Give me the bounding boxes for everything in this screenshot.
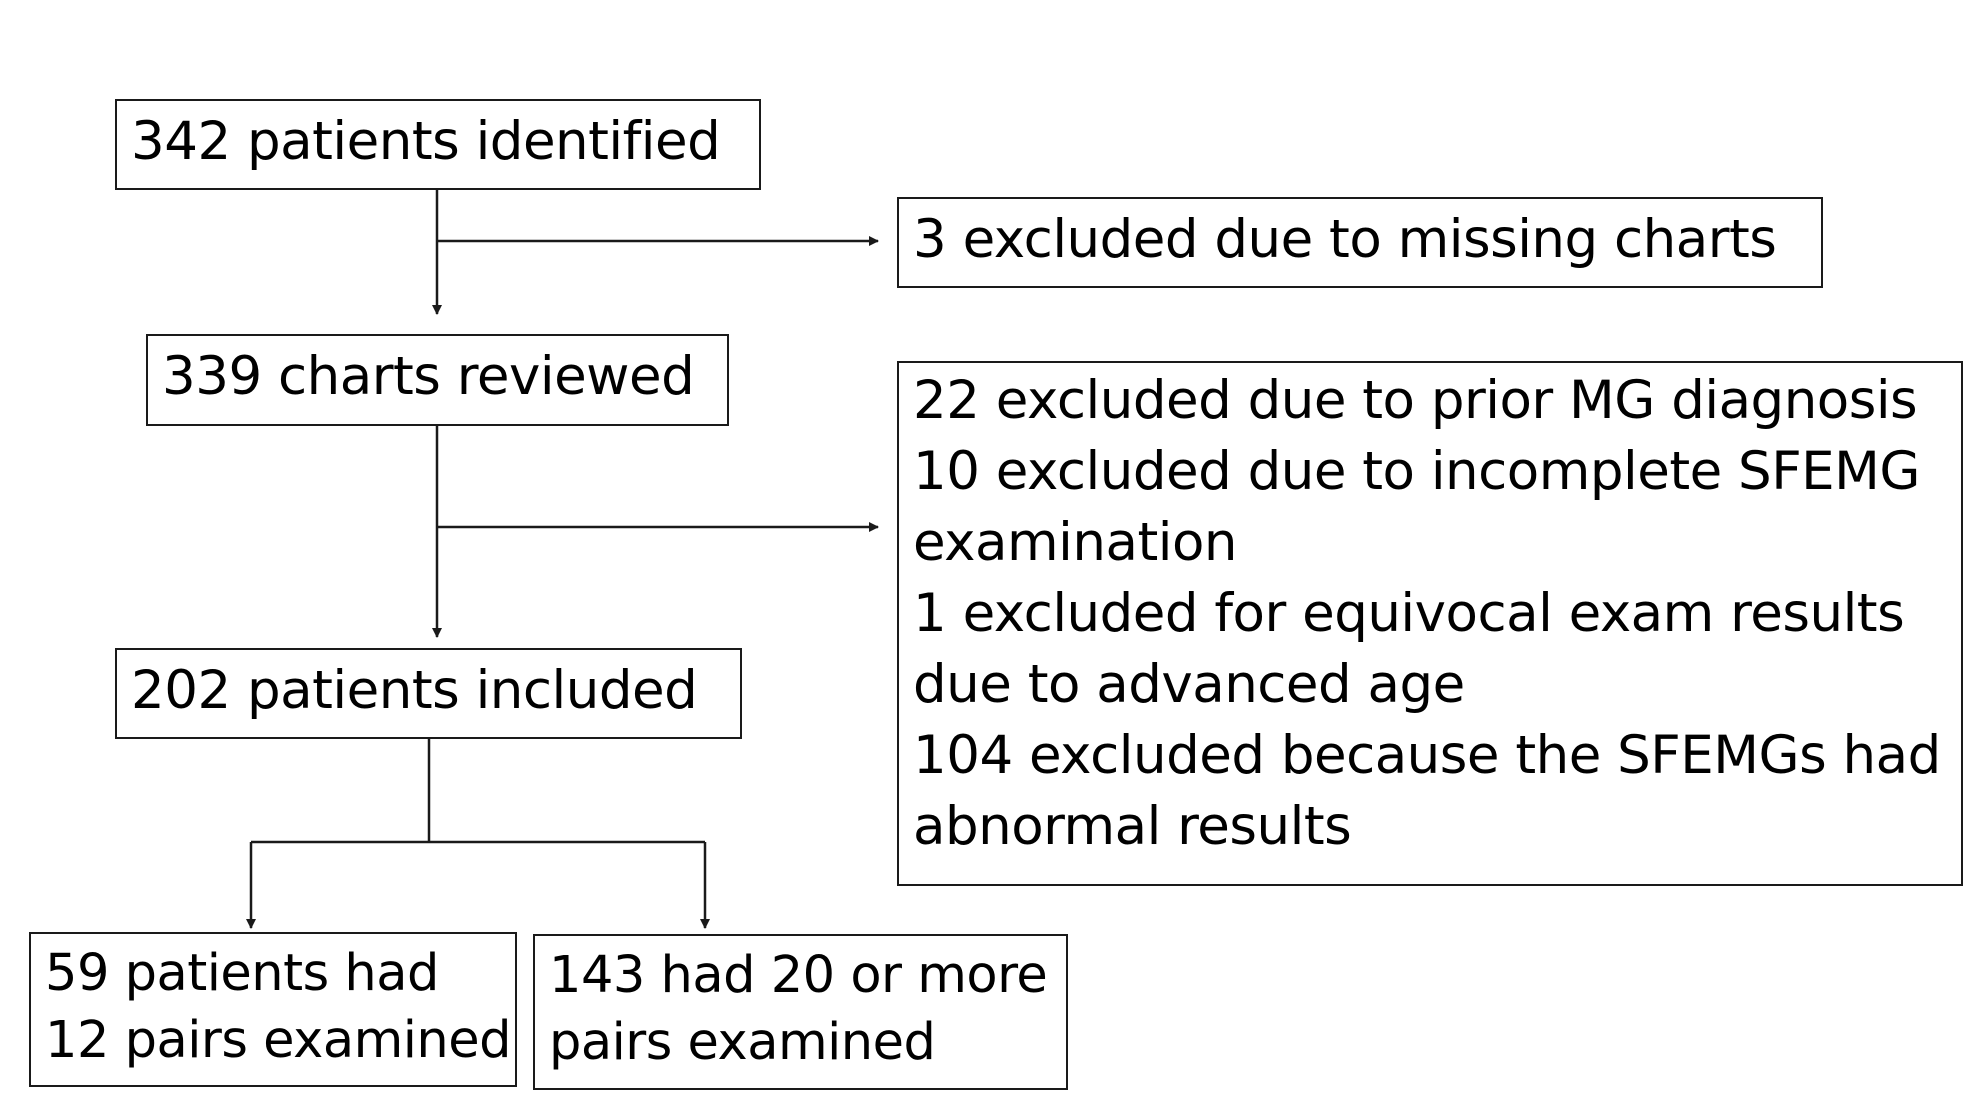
exclusions-box: 22 excluded due to prior MG diagnosis 10…: [897, 361, 1963, 886]
exclusion-line: 104 excluded because the SFEMGs had: [913, 725, 1941, 786]
twelve-pairs-text: 59 patients had: [45, 944, 439, 1003]
patients-included-text: 202 patients included: [131, 660, 698, 721]
exclusion-line: abnormal results: [913, 796, 1352, 857]
twenty-pairs-text: pairs examined: [549, 1013, 936, 1072]
exclusion-line: due to advanced age: [913, 654, 1465, 715]
patients-identified-box: 342 patients identified: [115, 99, 761, 190]
missing-charts-box: 3 excluded due to missing charts: [897, 197, 1823, 288]
patients-identified-text: 342 patients identified: [131, 111, 721, 172]
exclusion-line: examination: [913, 512, 1237, 573]
twenty-pairs-box: 143 had 20 or more pairs examined: [533, 934, 1068, 1090]
charts-reviewed-text: 339 charts reviewed: [162, 346, 695, 407]
exclusion-line: 10 excluded due to incomplete SFEMG: [913, 441, 1920, 502]
exclusion-line: 1 excluded for equivocal exam results: [913, 583, 1905, 644]
twelve-pairs-text: 12 pairs examined: [45, 1011, 512, 1070]
patients-included-box: 202 patients included: [115, 648, 742, 739]
missing-charts-text: 3 excluded due to missing charts: [913, 209, 1777, 270]
twenty-pairs-text: 143 had 20 or more: [549, 946, 1048, 1005]
exclusion-line: 22 excluded due to prior MG diagnosis: [913, 370, 1918, 431]
charts-reviewed-box: 339 charts reviewed: [146, 334, 729, 426]
twelve-pairs-box: 59 patients had 12 pairs examined: [29, 932, 517, 1087]
